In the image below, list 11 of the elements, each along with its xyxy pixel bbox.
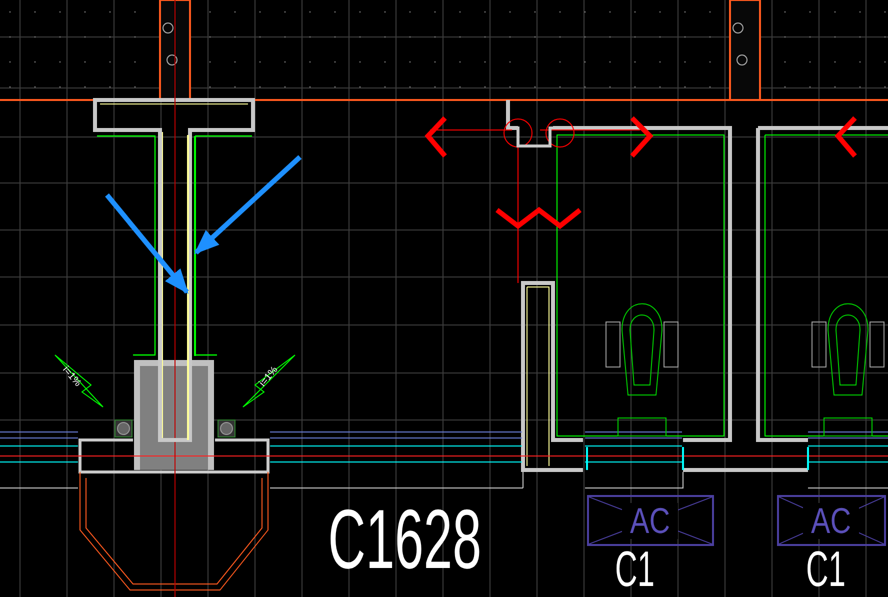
window-code: C1628 [328, 497, 482, 581]
equipment-code: AC [803, 502, 860, 538]
wall-face-line [187, 135, 189, 440]
finish-line [194, 136, 196, 356]
window-code: C1 [806, 544, 846, 594]
equipment-box [777, 495, 886, 546]
arrow [105, 193, 189, 294]
arrow [194, 155, 302, 254]
equipment-code: AC [622, 502, 678, 538]
equipment-box [587, 495, 714, 546]
window-code: C1 [615, 544, 655, 594]
